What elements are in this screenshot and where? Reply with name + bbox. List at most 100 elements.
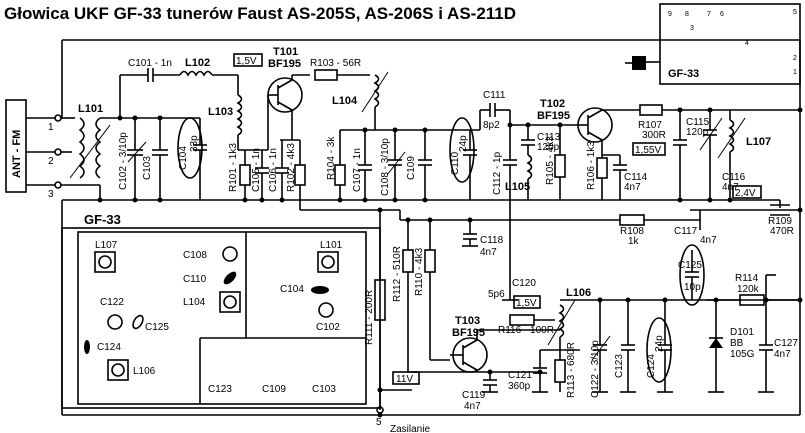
svg-text:470R: 470R <box>770 226 794 237</box>
svg-text:C120: C120 <box>512 278 536 289</box>
svg-text:C113: C113 <box>537 132 561 143</box>
svg-text:L101: L101 <box>320 240 343 251</box>
c120-capacitor: C120 5p6 <box>488 240 536 301</box>
svg-text:C118: C118 <box>480 235 504 246</box>
svg-text:C111: C111 <box>483 90 506 101</box>
l106-tank: R116 - 100R L106 <box>498 287 800 350</box>
antenna-input: ANT - FM 1 2 3 <box>5 99 100 200</box>
svg-text:11V: 11V <box>396 374 413 385</box>
l104-tank: L104 R104 - 3k C107 - 1n C108 - 3/10p C1… <box>326 71 500 201</box>
svg-text:C125: C125 <box>145 322 169 333</box>
svg-text:C107 - 1n: C107 - 1n <box>352 148 363 192</box>
svg-text:8: 8 <box>685 11 689 18</box>
svg-text:BB: BB <box>730 338 744 349</box>
c125-capacitor: C125 10p <box>678 244 705 306</box>
svg-text:R109: R109 <box>768 216 792 227</box>
svg-text:C108 - 3/10p: C108 - 3/10p <box>380 138 391 196</box>
svg-text:C117: C117 <box>674 226 698 237</box>
svg-text:R103 - 56R: R103 - 56R <box>310 58 361 69</box>
svg-text:R111 - 200R: R111 - 200R <box>364 290 375 345</box>
svg-text:C105 - 1n: C105 - 1n <box>251 148 262 192</box>
svg-text:6: 6 <box>720 11 724 18</box>
input-caps: C102 - 3/10p C103 C104 33p <box>118 117 207 200</box>
supply-line: R111 - 200R 5 Zasilanie 11V <box>364 210 430 433</box>
svg-text:L107: L107 <box>746 136 771 148</box>
svg-text:L101: L101 <box>78 103 103 115</box>
t101-transistor: T101 BF195 1,5V <box>233 46 310 150</box>
svg-text:2: 2 <box>793 55 797 62</box>
svg-text:3: 3 <box>690 25 694 32</box>
svg-text:C122: C122 <box>100 297 124 308</box>
svg-text:4n7: 4n7 <box>464 401 481 412</box>
svg-text:C124: C124 <box>646 354 657 378</box>
svg-text:C108: C108 <box>183 250 207 261</box>
r103-resistor: R103 - 56R <box>310 58 370 81</box>
svg-text:C119: C119 <box>462 390 486 401</box>
svg-text:1k: 1k <box>628 236 640 247</box>
c101-l102: C101 - 1n L102 <box>119 57 238 118</box>
svg-text:C104: C104 <box>280 284 304 295</box>
svg-text:C115: C115 <box>686 117 710 128</box>
svg-text:C125: C125 <box>678 260 702 271</box>
varicap-network: R114 120k D101 BB 105G C127 4n7 <box>706 273 800 393</box>
svg-text:360p: 360p <box>508 381 531 392</box>
svg-text:33p: 33p <box>189 135 200 152</box>
svg-text:R102 - 4k3: R102 - 4k3 <box>286 143 297 192</box>
c111-capacitor: C111 8p2 <box>479 90 510 131</box>
svg-text:C104: C104 <box>178 146 189 170</box>
svg-text:C116: C116 <box>722 172 746 183</box>
svg-text:C109: C109 <box>406 156 417 180</box>
svg-text:R113 - 680R: R113 - 680R <box>566 342 577 398</box>
svg-text:C103: C103 <box>142 156 153 180</box>
svg-text:C110: C110 <box>183 274 207 285</box>
svg-text:L106: L106 <box>566 287 591 299</box>
svg-text:9: 9 <box>668 11 672 18</box>
svg-text:10p: 10p <box>684 282 701 293</box>
module-box-label: GF-33 <box>668 68 699 80</box>
svg-text:1: 1 <box>793 69 797 76</box>
svg-text:5: 5 <box>793 9 797 16</box>
c121-r113: C121 360p R113 - 680R <box>508 342 580 398</box>
svg-text:L104: L104 <box>332 95 358 107</box>
t103-bias: R112 - 510R R110 - 4k3 <box>392 220 540 373</box>
svg-text:R105 - 4k3: R105 - 4k3 <box>545 136 556 185</box>
svg-text:R106 - 1k3: R106 - 1k3 <box>586 141 597 190</box>
svg-text:T103: T103 <box>455 315 480 327</box>
svg-text:2: 2 <box>48 156 54 167</box>
svg-text:R107: R107 <box>638 120 662 131</box>
t103-transistor: T103 BF195 1,5V <box>450 295 560 373</box>
svg-text:T102: T102 <box>540 98 565 110</box>
svg-text:C101 - 1n: C101 - 1n <box>128 58 172 69</box>
svg-text:24p: 24p <box>654 335 665 352</box>
svg-text:L103: L103 <box>208 106 233 118</box>
svg-text:R114: R114 <box>735 273 759 284</box>
svg-text:8p2: 8p2 <box>483 120 500 131</box>
svg-text:24p: 24p <box>458 135 469 152</box>
t102-transistor: T102 BF195 1,55V <box>510 98 666 156</box>
svg-text:C127: C127 <box>774 338 798 349</box>
svg-text:C102: C102 <box>316 322 340 333</box>
l106-caps: C122 - 3/10p C123 C124 24p <box>590 300 673 398</box>
svg-text:120p: 120p <box>537 142 560 153</box>
svg-text:C102 - 3/10p: C102 - 3/10p <box>118 132 129 190</box>
svg-text:C109: C109 <box>262 384 286 395</box>
svg-text:L104: L104 <box>183 297 206 308</box>
junction-dots <box>97 107 803 418</box>
svg-text:1,55V: 1,55V <box>635 145 661 156</box>
svg-text:L102: L102 <box>185 57 210 69</box>
svg-text:C110: C110 <box>450 151 461 175</box>
c112-capacitor: C112 - 1p <box>492 110 517 240</box>
r108-r109-network: 2,4V R109 470R C117 4n7 R108 1k <box>300 185 800 247</box>
l107-tank: R107 300R C115 120p L107 C116 4n7 <box>638 104 800 200</box>
layout-box: GF-33 L107 C108 C110 L104 L101 C104 C102… <box>61 212 381 409</box>
svg-text:T101: T101 <box>273 46 298 58</box>
svg-text:R112 - 510R: R112 - 510R <box>392 246 403 302</box>
svg-text:2,4V: 2,4V <box>735 188 756 199</box>
svg-text:R110 - 4k3: R110 - 4k3 <box>414 247 425 296</box>
schematic-title: Głowica UKF GF-33 tunerów Faust AS-205S,… <box>4 4 516 23</box>
svg-text:C123: C123 <box>614 354 625 378</box>
c118-capacitor: C118 4n7 <box>462 220 504 258</box>
svg-text:3: 3 <box>48 189 54 200</box>
svg-text:5: 5 <box>376 417 382 428</box>
svg-text:R116 - 100R: R116 - 100R <box>498 325 554 336</box>
